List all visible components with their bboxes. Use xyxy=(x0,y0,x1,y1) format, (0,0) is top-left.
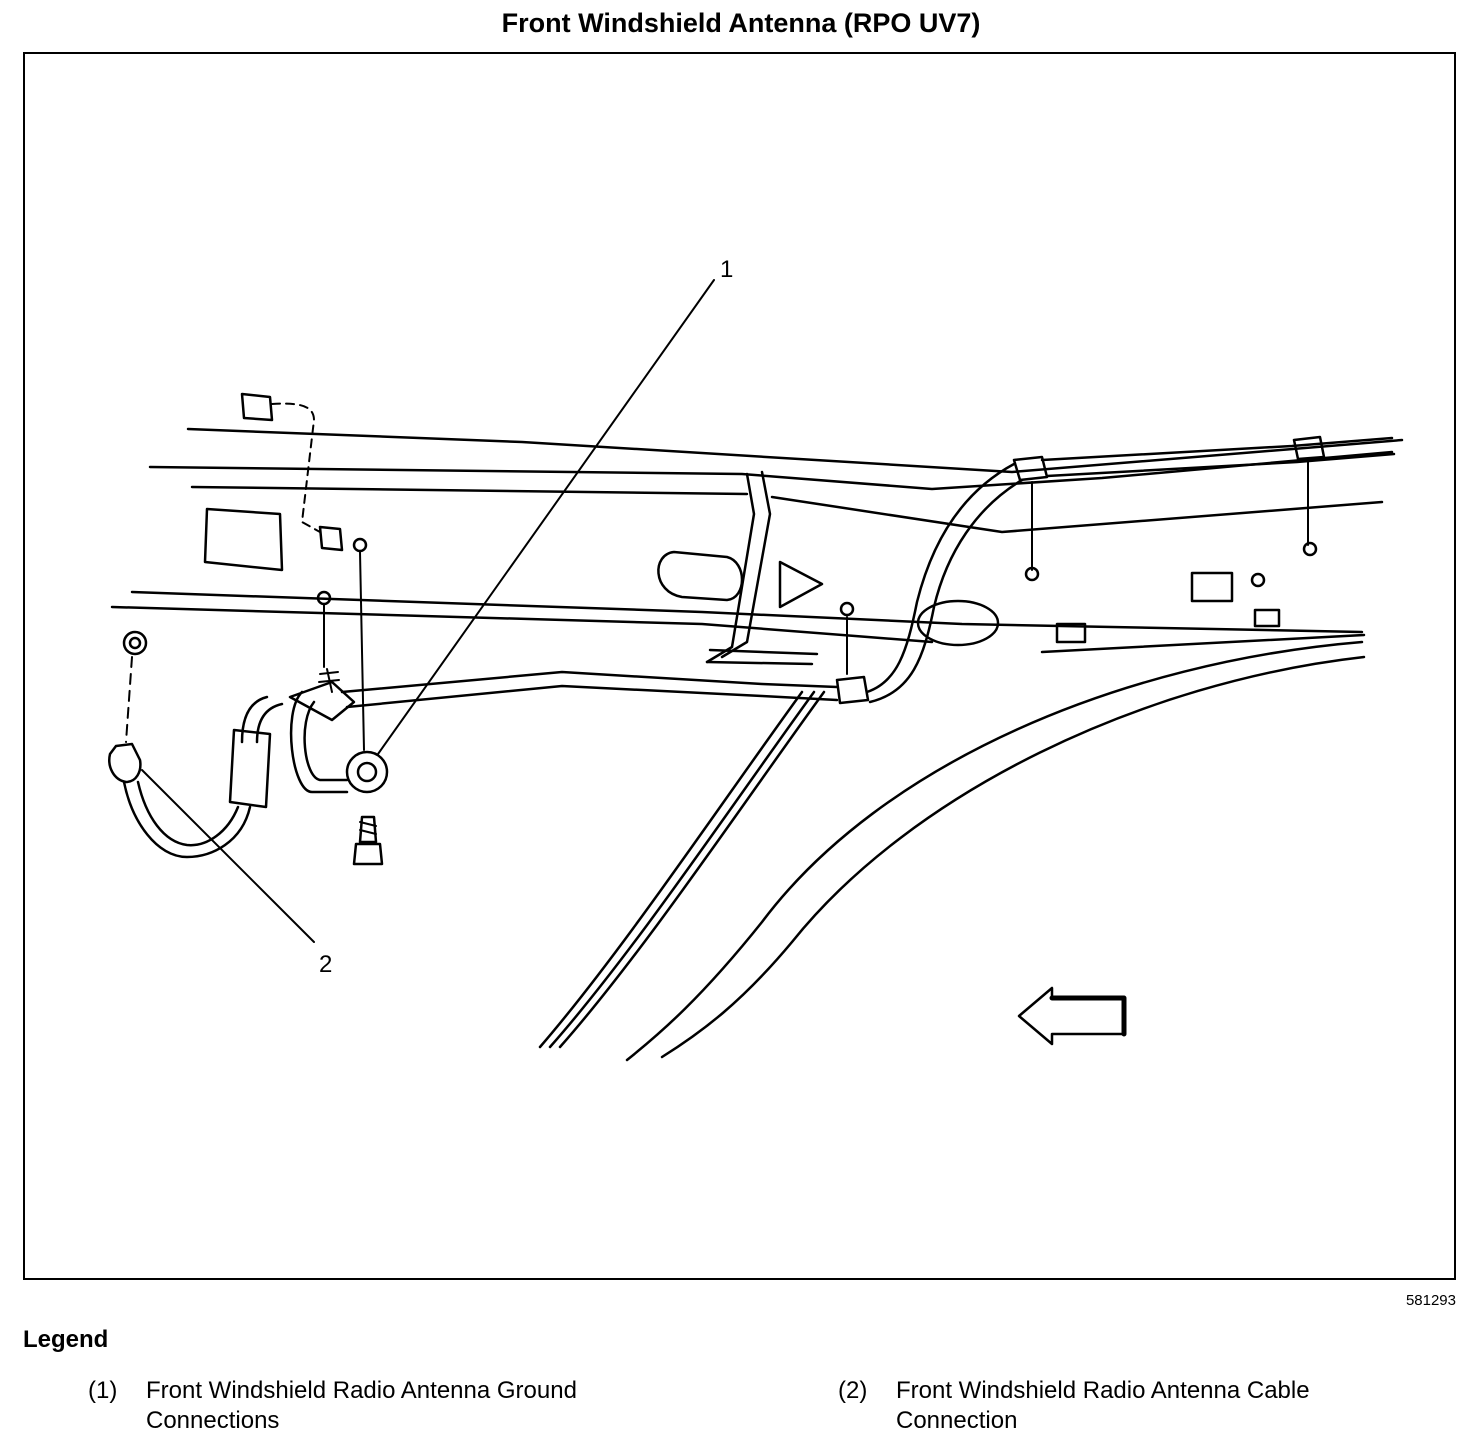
illustration-frame: 1 2 xyxy=(23,52,1456,1280)
legend-item-number: (2) xyxy=(838,1377,868,1404)
legend-item-text: Front Windshield Radio Antenna Cable Con… xyxy=(896,1377,1310,1434)
legend-item: (1) Front Windshield Radio Antenna Groun… xyxy=(88,1376,666,1436)
legend-item-text: Front Windshield Radio Antenna Ground Co… xyxy=(146,1377,577,1434)
cable-connector xyxy=(108,630,148,784)
ground-hardware xyxy=(288,551,389,866)
panel-cutouts xyxy=(203,507,1318,647)
callout-leaders xyxy=(141,279,715,943)
roof-panel-lines xyxy=(110,427,1404,654)
antenna-illustration: 1 2 xyxy=(108,256,1404,1062)
antenna-cable xyxy=(122,436,1396,859)
cable-clips xyxy=(240,392,1326,705)
diagram-title: Front Windshield Antenna (RPO UV7) xyxy=(501,8,981,38)
legend-item-number: (1) xyxy=(88,1377,118,1404)
legend-item: (2) Front Windshield Radio Antenna Cable… xyxy=(838,1376,1416,1436)
callout-1-label: 1 xyxy=(720,256,733,283)
figure-id: 581293 xyxy=(1405,1292,1456,1309)
windshield-pillar-lines xyxy=(538,640,1366,1062)
callout-2-label: 2 xyxy=(319,951,332,978)
forward-arrow-shadow xyxy=(1049,995,1127,1037)
legend-heading: Legend xyxy=(23,1326,109,1353)
